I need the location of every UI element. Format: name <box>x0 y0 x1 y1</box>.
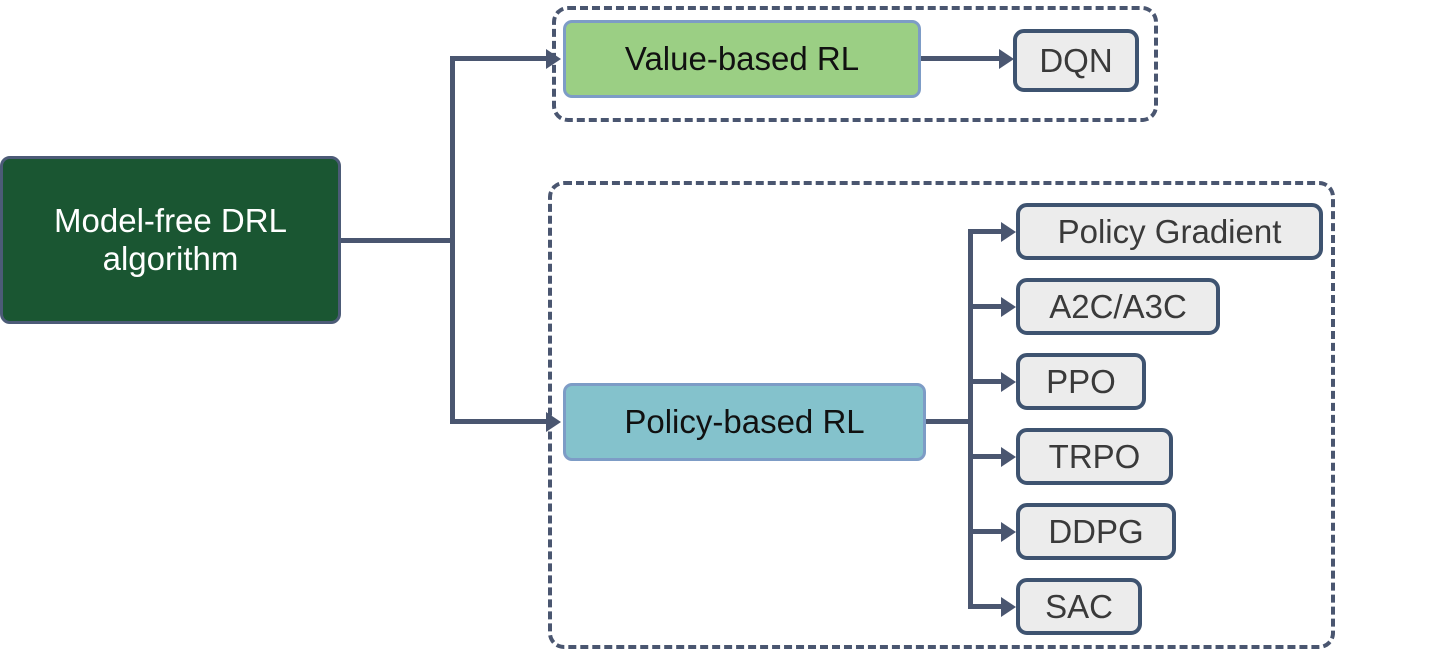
node-ppo[interactable]: PPO <box>1016 353 1146 410</box>
arrowhead-to-ppo <box>1001 372 1016 392</box>
node-policy-based-rl[interactable]: Policy-based RL <box>563 383 926 461</box>
arrowhead-to-dqn <box>999 49 1014 69</box>
node-model-free-drl-algorithm[interactable]: Model-free DRL algorithm <box>0 156 341 324</box>
arrowhead-to-value-based <box>546 49 561 69</box>
node-sac[interactable]: SAC <box>1016 578 1142 635</box>
node-policy-gradient[interactable]: Policy Gradient <box>1016 203 1323 260</box>
arrowhead-to-a2c-a3c <box>1001 297 1016 317</box>
node-value-based-rl[interactable]: Value-based RL <box>563 20 921 98</box>
node-dqn[interactable]: DQN <box>1013 29 1139 92</box>
arrowhead-to-ddpg <box>1001 522 1016 542</box>
arrowhead-to-trpo <box>1001 447 1016 467</box>
node-trpo[interactable]: TRPO <box>1016 428 1173 485</box>
node-a2c-a3c[interactable]: A2C/A3C <box>1016 278 1220 335</box>
arrowhead-to-policy-based <box>546 412 561 432</box>
arrowhead-to-policy-gradient <box>1001 222 1016 242</box>
node-ddpg[interactable]: DDPG <box>1016 503 1176 560</box>
arrowhead-to-sac <box>1001 597 1016 617</box>
